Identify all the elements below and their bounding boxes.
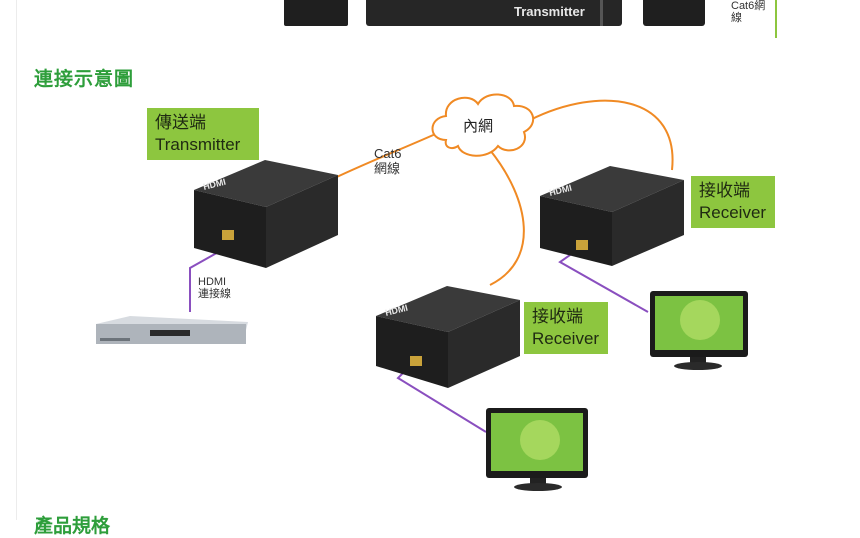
section-title: 連接示意圖: [34, 68, 135, 90]
top-device-right: [643, 0, 705, 26]
receiver-device-1-icon: HDMI: [540, 166, 684, 266]
connection-diagram: HDMI HDMI HDMI: [96, 93, 748, 491]
receiver-label-1: 接收端 Receiver: [691, 176, 775, 228]
top-device-edge: [600, 0, 603, 26]
hdmi-cable-player: [189, 249, 223, 312]
cable-cloud-to-rx2: [489, 149, 525, 286]
cable-cloud-to-rx1: [529, 99, 674, 171]
transmitter-device-icon: HDMI: [194, 160, 338, 268]
top-cable-label: Cat6網 線: [731, 0, 766, 24]
cat6-cable-label: Cat6 網線: [374, 146, 402, 176]
content-panel: [16, 0, 860, 520]
network-cloud-icon: [431, 93, 535, 157]
monitor-1-icon: [650, 291, 748, 370]
next-section-title: 產品規格: [34, 515, 111, 537]
top-transmitter-label: Transmitter: [514, 4, 585, 19]
top-device-left: [284, 0, 348, 26]
receiver-label-2: 接收端 Receiver: [524, 302, 608, 354]
transmitter-label: 傳送端 Transmitter: [147, 108, 259, 160]
receiver-device-2-icon: HDMI: [376, 286, 520, 388]
dvd-player-icon: [96, 316, 248, 344]
top-transmitter-device: Transmitter: [366, 0, 622, 26]
monitor-2-icon: [486, 408, 588, 491]
top-green-divider: [775, 0, 777, 38]
network-cloud-label: 內網: [463, 118, 494, 135]
hdmi-cable-label: HDMI 連接線: [198, 276, 231, 300]
